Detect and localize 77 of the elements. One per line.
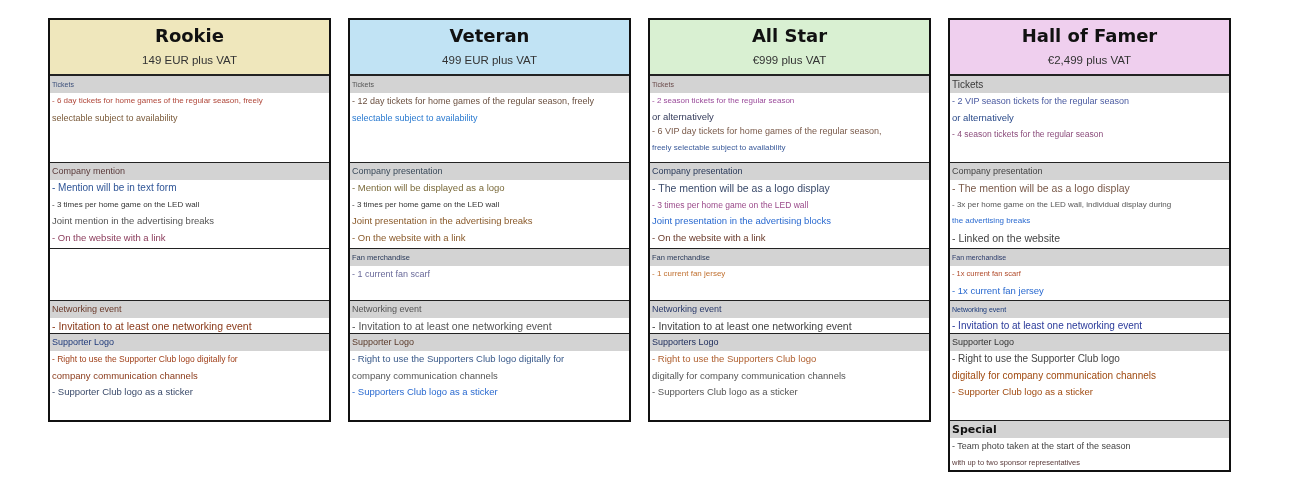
tier-card (348, 18, 631, 422)
section-heading: Supporters Logo (650, 334, 929, 351)
list-item: - 3x per home game on the LED wall, individual display during (951, 198, 1173, 211)
list-item: - Right to use the Supporters Club logo digitally for (351, 352, 566, 366)
section-heading: Networking event (50, 301, 329, 318)
list-item: - 2 VIP season tickets for the regular season (951, 95, 1130, 108)
card-section (650, 300, 929, 333)
list-item: digitally for company communication channels (651, 368, 847, 383)
card-section (950, 420, 1229, 470)
list-item: freely selectable subject to availability (651, 141, 787, 154)
list-item: - 2 season tickets for the regular season (651, 95, 796, 107)
list-item: - 12 day tickets for home games of the regular season, freely (351, 95, 596, 108)
list-item: - Invitation to at least one networking event (51, 319, 253, 333)
list-item: - Invitation to at least one networking event (651, 319, 853, 333)
card-section (350, 300, 629, 333)
list-item: Joint mention in the advertising breaks (51, 214, 216, 228)
tier-title: Veteran (449, 25, 530, 47)
list-item: Joint presentation in the advertising blocks (651, 214, 833, 228)
list-item: - 4 season tickets for the regular season (951, 128, 1105, 141)
section-heading: Company mention (50, 163, 329, 180)
list-item: digitally for company communication channels (951, 368, 1157, 383)
list-item: - Mention will be displayed as a logo (351, 181, 506, 195)
list-item: company communication channels (351, 368, 499, 383)
tier-card (648, 18, 931, 422)
list-item: - Right to use the Supporter Club logo (951, 352, 1121, 366)
list-item: - Right to use the Supporter Club logo digitally for (51, 353, 239, 366)
section-heading: Company presentation (350, 163, 629, 180)
list-item: - Linked on the website (951, 230, 1061, 246)
list-item: selectable subject to availability (351, 111, 479, 125)
tier-price: €999 plus VAT (752, 54, 827, 66)
list-item: - 6 day tickets for home games of the regular season, freely (51, 95, 264, 107)
list-item: - 6 VIP day tickets for home games of the regular season, (651, 125, 883, 138)
section-heading: Special (950, 421, 1229, 438)
tier-price: 499 EUR plus VAT (442, 54, 537, 66)
list-item: - Supporter Club logo as a sticker (51, 385, 194, 399)
list-item: - 3 times per home game on the LED wall (351, 198, 501, 211)
tier-card (48, 18, 331, 422)
section-heading: Company presentation (950, 163, 1229, 180)
tier-title: All Star (751, 25, 828, 47)
list-item: the advertising breaks (951, 215, 1032, 227)
list-item: - Invitation to at least one networking event (951, 319, 1144, 333)
list-item: - On the website with a link (51, 230, 167, 245)
list-item: - Mention will be in text form (51, 181, 178, 195)
tier-title: Rookie (155, 25, 224, 47)
list-item: - The mention will be as a logo display (951, 181, 1131, 196)
section-heading: Company presentation (650, 163, 929, 180)
list-item: - 1 current fan jersey (651, 268, 727, 280)
list-item: - On the website with a link (351, 230, 467, 245)
section-heading: Tickets (950, 76, 1229, 93)
list-item: Joint presentation in the advertising breaks (351, 214, 534, 228)
tier-price: 149 EUR plus VAT (142, 54, 237, 66)
list-item: - Right to use the Supporters Club logo (651, 352, 818, 366)
list-item: or alternatively (651, 109, 715, 124)
section-heading: Supporter Logo (350, 334, 629, 351)
list-item: or alternatively (951, 110, 1015, 125)
section-heading: Networking event (350, 301, 629, 318)
list-item: - 1x current fan jersey (951, 283, 1045, 298)
list-item: - The mention will be as a logo display (651, 181, 831, 196)
list-item: - 1 current fan scarf (351, 268, 432, 281)
list-item: - 3 times per home game on the LED wall (651, 198, 810, 212)
list-item: - Invitation to at least one networking event (351, 319, 553, 333)
list-item: - Supporters Club logo as a sticker (651, 385, 799, 399)
section-heading: Supporter Logo (950, 334, 1229, 351)
tier-card (948, 18, 1231, 472)
list-item: - 3 times per home game on the LED wall (51, 198, 201, 211)
section-heading: Networking event (650, 301, 929, 318)
list-item: - Supporter Club logo as a sticker (951, 385, 1094, 399)
tier-price: €2,499 plus VAT (1047, 54, 1132, 66)
list-item: - On the website with a link (651, 230, 767, 245)
list-item: selectable subject to availability (51, 111, 179, 125)
list-item: - Supporters Club logo as a sticker (351, 385, 499, 399)
section-heading: Supporter Logo (50, 334, 329, 351)
card-section (950, 300, 1229, 333)
card-section (50, 300, 329, 333)
list-item: company communication channels (51, 368, 199, 383)
tier-title: Hall of Famer (1021, 25, 1158, 47)
list-item: - Team photo taken at the start of the season (951, 440, 1132, 453)
